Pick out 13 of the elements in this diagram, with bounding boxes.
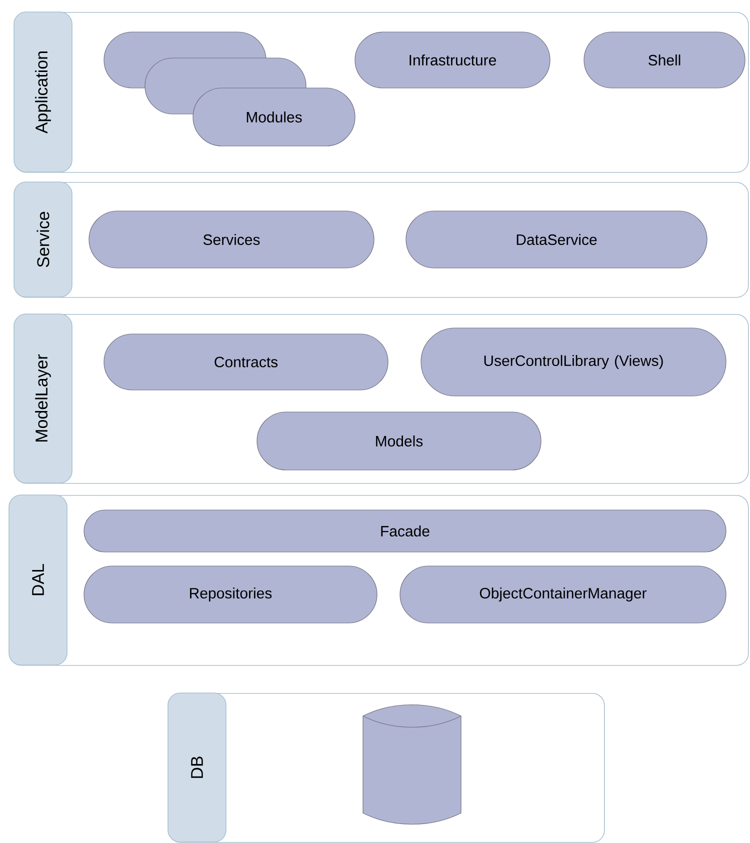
rounded-box: Facade — [84, 510, 726, 552]
rounded-box: ObjectContainerManager — [400, 566, 726, 624]
rounded-box: Models — [256, 412, 542, 470]
rounded-box: UserControlLibrary (Views) — [420, 328, 726, 396]
rounded-box: Shell — [584, 32, 746, 88]
rounded-box: Infrastructure — [354, 32, 550, 88]
rounded-box: Repositories — [84, 566, 378, 624]
database-cylinder — [362, 704, 462, 825]
rounded-box: Services — [88, 210, 374, 268]
rounded-box: Modules — [192, 88, 356, 146]
rounded-box: Contracts — [104, 334, 388, 390]
layer-band: DB — [168, 692, 605, 843]
rounded-box: DataService — [406, 210, 708, 268]
